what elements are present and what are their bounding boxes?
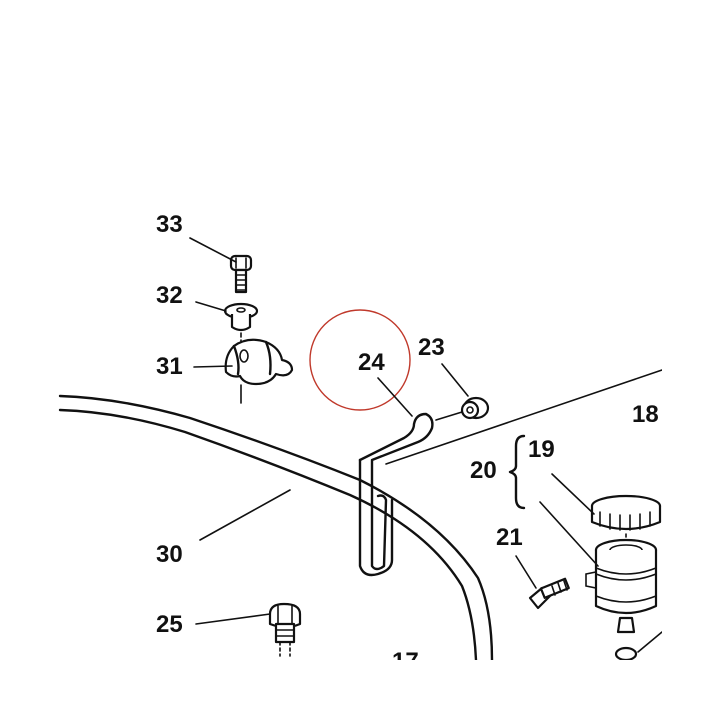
leader-21: [515, 555, 537, 589]
callout-24: 24: [358, 349, 385, 376]
callout-18: 18: [632, 401, 659, 428]
callout-23: 23: [418, 334, 445, 361]
callout-20: 20: [470, 457, 497, 484]
part-24-hook-bracket: [358, 412, 434, 577]
part-21-bolt: [528, 577, 570, 610]
brace-20: [508, 434, 526, 510]
callout-32: 32: [156, 282, 183, 309]
leader-33: [189, 237, 237, 263]
part-25-bolt: [268, 602, 302, 657]
part-31-clamp: [224, 338, 294, 386]
leader-23: [441, 363, 469, 397]
leader-30: [199, 489, 291, 541]
leader-24: [377, 377, 413, 417]
callout-33: 33: [156, 211, 183, 238]
reservoir-body: [585, 538, 658, 662]
leader-19: [551, 473, 595, 515]
leader-32: [195, 301, 227, 312]
callout-30: 30: [156, 541, 183, 568]
leader-25: [195, 613, 271, 625]
mounting-line: [385, 369, 663, 465]
leader-31: [193, 365, 233, 368]
part-30-pipe: [58, 394, 494, 662]
leader-20: [539, 501, 599, 567]
part-32-spacer: [223, 302, 259, 332]
part-33-bolt: [229, 254, 253, 294]
callout-25: 25: [156, 611, 183, 638]
right-crop: [662, 0, 720, 720]
callout-31: 31: [156, 353, 183, 380]
part-19-cap: [590, 494, 662, 531]
highlight-circle: [309, 309, 411, 411]
callout-19: 19: [528, 436, 555, 463]
callout-21: 21: [496, 524, 523, 551]
part-23-grommet: [435, 396, 490, 421]
bottom-crop: [0, 660, 720, 720]
reservoir-line: [637, 631, 663, 653]
